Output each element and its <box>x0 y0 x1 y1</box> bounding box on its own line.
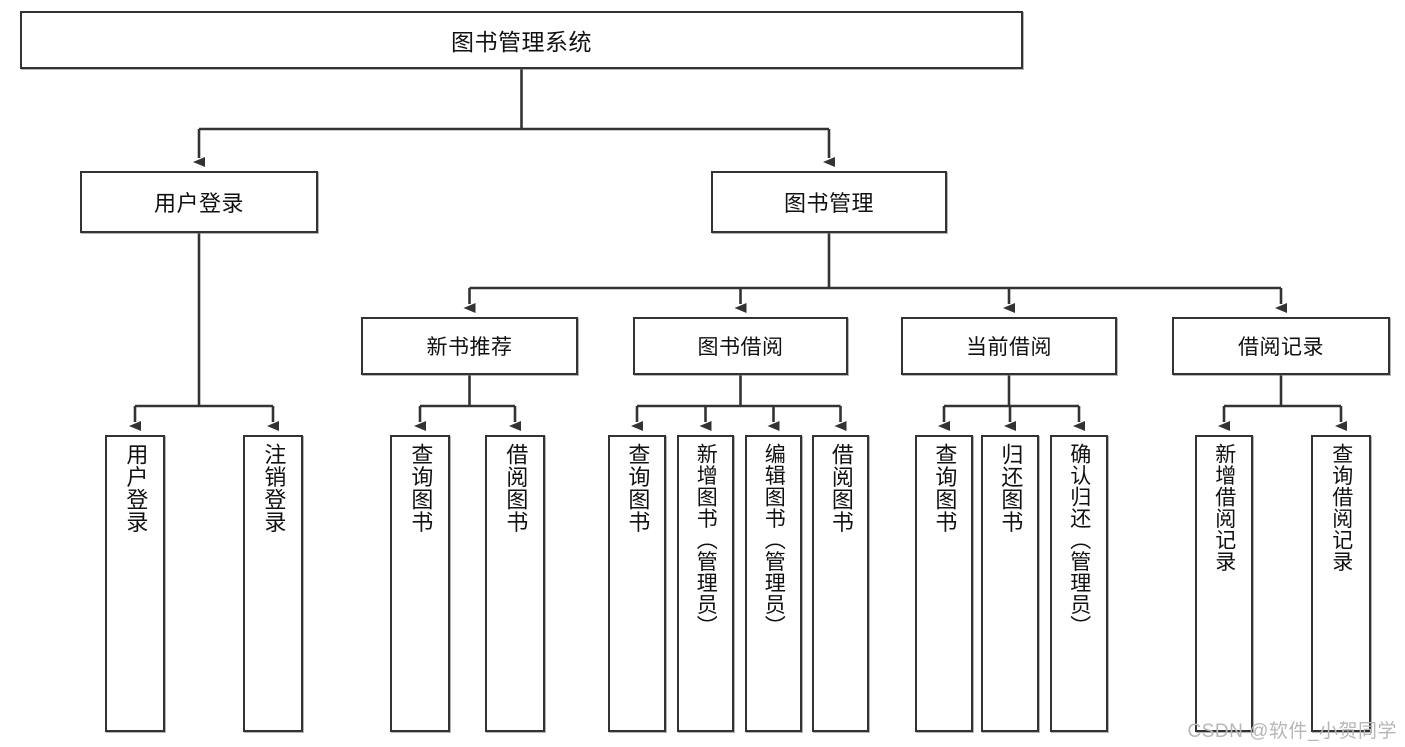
node-label: 用户登录 <box>153 191 244 216</box>
node-borrow-record[interactable]: 借阅记录 <box>1172 317 1390 375</box>
node-label: 当前借阅 <box>966 336 1052 359</box>
node-book-manage[interactable]: 图书管理 <box>711 171 947 233</box>
node-leaf-user-logout[interactable]: 注销登录 <box>243 435 303 732</box>
node-current-borrow[interactable]: 当前借阅 <box>901 317 1117 375</box>
node-leaf-add-book-admin[interactable]: 新增图书（管理员） <box>677 435 734 732</box>
node-leaf-edit-book-admin[interactable]: 编辑图书（管理员） <box>745 435 802 732</box>
node-label: 图书管理系统 <box>451 29 592 55</box>
node-label: 借阅记录 <box>1238 336 1324 359</box>
node-label: 新增图书（管理员） <box>694 443 718 637</box>
node-label: 查询图书 <box>625 443 651 533</box>
node-label: 注销登录 <box>261 443 287 533</box>
node-label: 编辑图书（管理员） <box>762 443 786 637</box>
node-leaf-query-book-1[interactable]: 查询图书 <box>390 435 450 732</box>
node-leaf-query-borrow-record[interactable]: 查询借阅记录 <box>1311 435 1371 732</box>
node-user-login[interactable]: 用户登录 <box>80 171 318 233</box>
node-leaf-query-book-3[interactable]: 查询图书 <box>915 435 973 732</box>
node-new-book-recommend[interactable]: 新书推荐 <box>361 317 578 375</box>
node-leaf-query-book-2[interactable]: 查询图书 <box>608 435 666 732</box>
node-leaf-add-borrow-record[interactable]: 新增借阅记录 <box>1195 435 1253 732</box>
node-label: 新增借阅记录 <box>1212 443 1236 572</box>
node-label: 查询借阅记录 <box>1329 443 1353 572</box>
node-label: 借阅图书 <box>503 443 529 533</box>
node-label: 图书借阅 <box>697 336 784 359</box>
node-book-borrow[interactable]: 图书借阅 <box>633 317 848 375</box>
node-label: 查询图书 <box>408 443 434 533</box>
node-label: 图书管理 <box>783 191 874 216</box>
node-leaf-borrow-book-1[interactable]: 借阅图书 <box>485 435 545 732</box>
node-label: 用户登录 <box>123 443 149 533</box>
node-leaf-user-login[interactable]: 用户登录 <box>105 435 165 732</box>
node-label: 借阅图书 <box>828 443 854 533</box>
node-label: 新书推荐 <box>426 336 513 359</box>
node-leaf-return-book[interactable]: 归还图书 <box>981 435 1039 732</box>
watermark: CSDN @软件_小贺同学 <box>1187 721 1397 742</box>
node-leaf-borrow-book-2[interactable]: 借阅图书 <box>812 435 869 732</box>
node-root[interactable]: 图书管理系统 <box>20 11 1023 69</box>
node-label: 确认归还（管理员） <box>1067 443 1091 637</box>
node-label: 归还图书 <box>998 443 1024 533</box>
node-label: 查询图书 <box>932 443 958 533</box>
node-leaf-confirm-return-admin[interactable]: 确认归还（管理员） <box>1050 435 1108 732</box>
